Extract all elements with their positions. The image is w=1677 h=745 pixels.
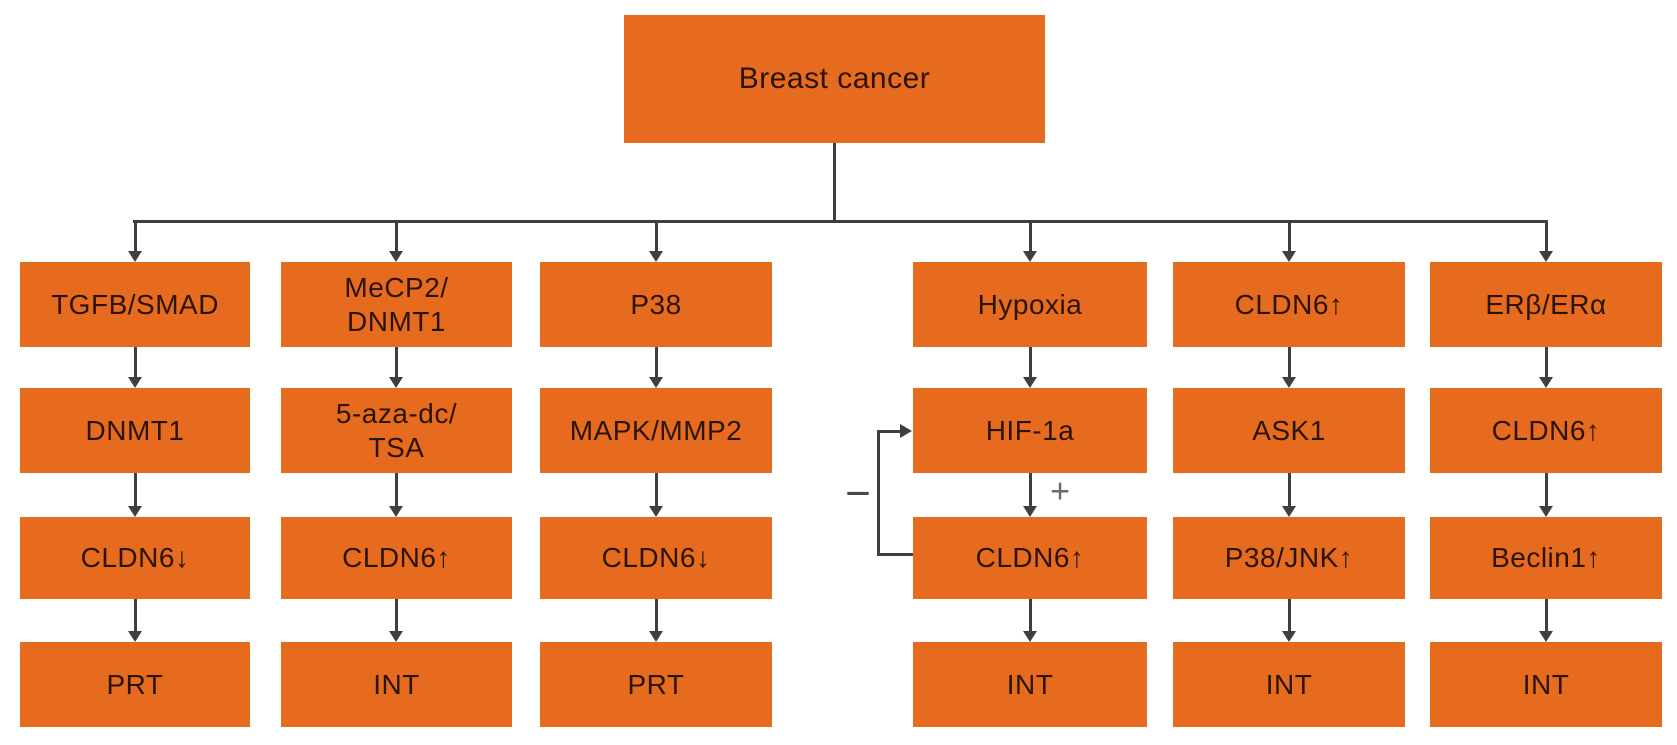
arrow-down-icon [1539, 599, 1553, 642]
node-cldn6-down: CLDN6↓ [20, 517, 250, 599]
node-prt: PRT [20, 642, 250, 727]
node-int: INT [281, 642, 512, 727]
node-int: INT [1173, 642, 1405, 727]
node-beclin1-up: Beclin1↑ [1430, 517, 1662, 599]
arrow-down-icon [128, 222, 142, 262]
node-int: INT [913, 642, 1147, 727]
feedback-loop-top-line [877, 430, 901, 433]
node-5-aza-dc-tsa: 5-aza-dc/ TSA [281, 388, 512, 473]
node-erb-era: ERβ/ERα [1430, 262, 1662, 347]
arrow-down-icon [1023, 599, 1037, 642]
node-breast-cancer: Breast cancer [624, 15, 1045, 143]
arrow-down-icon [649, 222, 663, 262]
arrow-down-icon [1539, 347, 1553, 388]
arrow-down-icon [128, 347, 142, 388]
node-cldn6-up: CLDN6↑ [281, 517, 512, 599]
feedback-loop-vertical-line [877, 430, 880, 556]
arrow-down-icon [389, 347, 403, 388]
node-hypoxia: Hypoxia [913, 262, 1147, 347]
node-tgfb-smad: TGFB/SMAD [20, 262, 250, 347]
node-cldn6-up: CLDN6↑ [1173, 262, 1405, 347]
trunk-connector-line [833, 143, 836, 223]
arrow-down-icon [649, 473, 663, 517]
node-int: INT [1430, 642, 1662, 727]
arrow-down-icon [1023, 347, 1037, 388]
arrow-down-icon [1282, 599, 1296, 642]
node-mapk-mmp2: MAPK/MMP2 [540, 388, 772, 473]
node-cldn6-up: CLDN6↑ [1430, 388, 1662, 473]
node-cldn6-down: CLDN6↓ [540, 517, 772, 599]
node-prt: PRT [540, 642, 772, 727]
node-p38-jnk-up: P38/JNK↑ [1173, 517, 1405, 599]
distribution-line [133, 220, 1548, 223]
arrow-down-icon [1282, 473, 1296, 517]
arrow-down-icon [389, 222, 403, 262]
arrow-down-icon [649, 599, 663, 642]
node-cldn6-up: CLDN6↑ [913, 517, 1147, 599]
arrow-down-icon [1282, 222, 1296, 262]
node-mecp2-dnmt1: MeCP2/ DNMT1 [281, 262, 512, 347]
arrow-down-icon [128, 473, 142, 517]
feedback-loop-bottom-line [877, 553, 913, 556]
arrow-down-icon [1282, 347, 1296, 388]
arrow-down-icon [1023, 473, 1037, 517]
node-hif-1a: HIF-1a [913, 388, 1147, 473]
arrow-down-icon [389, 473, 403, 517]
arrow-down-icon [1539, 473, 1553, 517]
node-p38: P38 [540, 262, 772, 347]
minus-sign-label: − [845, 469, 871, 518]
plus-sign-label: + [1050, 472, 1070, 511]
arrow-down-icon [1539, 222, 1553, 262]
arrow-down-icon [389, 599, 403, 642]
arrow-down-icon [128, 599, 142, 642]
arrow-right-icon [900, 424, 912, 438]
node-ask1: ASK1 [1173, 388, 1405, 473]
node-dnmt1: DNMT1 [20, 388, 250, 473]
arrow-down-icon [1023, 222, 1037, 262]
arrow-down-icon [649, 347, 663, 388]
